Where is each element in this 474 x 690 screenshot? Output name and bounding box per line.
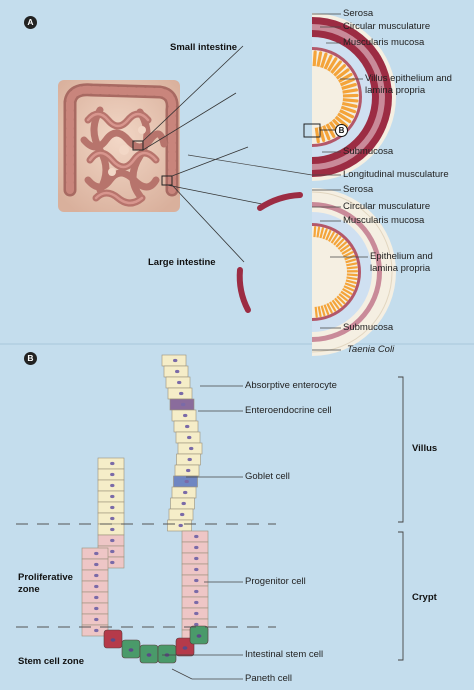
small-circular-label: Circular musculature [343, 21, 431, 32]
goblet-cell [173, 475, 198, 488]
right-crypt-cell [181, 607, 209, 620]
stem-cell-zone-label: Stem cell zone [18, 656, 84, 667]
progenitor-cell-label: Progenitor cell [245, 576, 306, 587]
left-crypt-cell [81, 558, 109, 571]
enteroendocrine-cell-label: Enteroendocrine cell [245, 405, 332, 416]
small-submucosa-label: Submucosa [343, 146, 394, 157]
right-crypt-cell [181, 585, 209, 598]
left-villus-cell [97, 490, 125, 503]
panel-a-badge: A [24, 16, 37, 29]
left-villus-cell [97, 501, 125, 514]
crypt-villus-cells [81, 354, 209, 664]
left-crypt-cell [81, 569, 109, 582]
large-muscularis-label: Muscularis mucosa [343, 215, 425, 226]
small-villus-label-1: Villus epithelium and [365, 73, 452, 84]
enteroendocrine-cell [169, 398, 195, 411]
left-crypt-cell [81, 602, 109, 615]
paneth-cell [103, 629, 123, 649]
villus-region-label: Villus [412, 443, 438, 454]
enterocyte-cell [171, 486, 197, 499]
large-submucosa-label: Submucosa [343, 322, 394, 333]
left-villus-cell [97, 479, 125, 492]
enterocyte-cell [167, 519, 192, 532]
paneth-cell [175, 637, 195, 657]
panel-b-badge: B [24, 352, 37, 365]
enterocyte-cell [175, 431, 201, 444]
enterocyte-cell [165, 376, 191, 389]
large-epithelium-label-2: lamina propria [370, 263, 431, 274]
crypt-region-label: Crypt [412, 592, 437, 603]
right-crypt-cell [181, 574, 209, 587]
paneth-cell-label: Paneth cell [245, 673, 293, 684]
right-crypt-cell [181, 530, 209, 543]
proliferative-zone-label-2: zone [18, 584, 40, 595]
enterocyte-cell [163, 365, 189, 378]
stem-cell [121, 639, 141, 659]
absorptive-enterocyte-label: Absorptive enterocyte [245, 380, 337, 391]
left-crypt-cell [81, 547, 109, 560]
small-longitudinal-label: Longitudinal musculature [343, 169, 449, 180]
large-serosa-label: Serosa [343, 184, 374, 195]
enterocyte-cell [173, 420, 199, 433]
small-villus-label-2: lamina propria [365, 85, 426, 96]
stem-cell [139, 644, 159, 664]
stem-cell [157, 644, 177, 664]
left-villus-cell [97, 457, 125, 470]
large-epithelium-label-1: Epithelium and [370, 251, 433, 262]
right-crypt-cell [181, 596, 209, 609]
stem-cell [189, 625, 209, 645]
small-serosa-label: Serosa [343, 8, 374, 19]
intestinal-stem-cell-label: Intestinal stem cell [245, 649, 324, 660]
enterocyte-cell [167, 387, 193, 400]
right-crypt-cell [181, 552, 209, 565]
enterocyte-cell [176, 453, 201, 466]
small-intestine-label: Small intestine [170, 42, 238, 53]
left-villus-cell [97, 512, 125, 525]
left-villus-cell [97, 534, 125, 547]
callout-b-badge: B [335, 124, 348, 137]
taenia-coli-label: Taenia Coli [347, 344, 395, 355]
goblet-cell-label: Goblet cell [245, 471, 290, 482]
large-intestine-label: Large intestine [148, 257, 216, 268]
right-crypt-cell [181, 541, 209, 554]
abdomen-illustration [58, 80, 180, 212]
left-villus-cell [97, 523, 125, 536]
large-circular-label: Circular musculature [343, 201, 431, 212]
enterocyte-cell [170, 497, 195, 510]
large-intestine-section [312, 188, 396, 356]
small-muscularis-label: Muscularis mucosa [343, 37, 425, 48]
left-crypt-cell [81, 591, 109, 604]
left-villus-cell [97, 468, 125, 481]
left-crypt-cell [81, 580, 109, 593]
left-crypt-cell [81, 613, 109, 626]
enterocyte-cell [171, 409, 197, 422]
right-crypt-cell [181, 563, 209, 576]
proliferative-zone-label-1: Proliferative [18, 572, 73, 583]
enterocyte-cell [177, 442, 203, 455]
enterocyte-cell [168, 508, 194, 521]
small-intestine-section [312, 13, 396, 181]
enterocyte-cell [161, 354, 187, 367]
enterocyte-cell [174, 464, 200, 477]
